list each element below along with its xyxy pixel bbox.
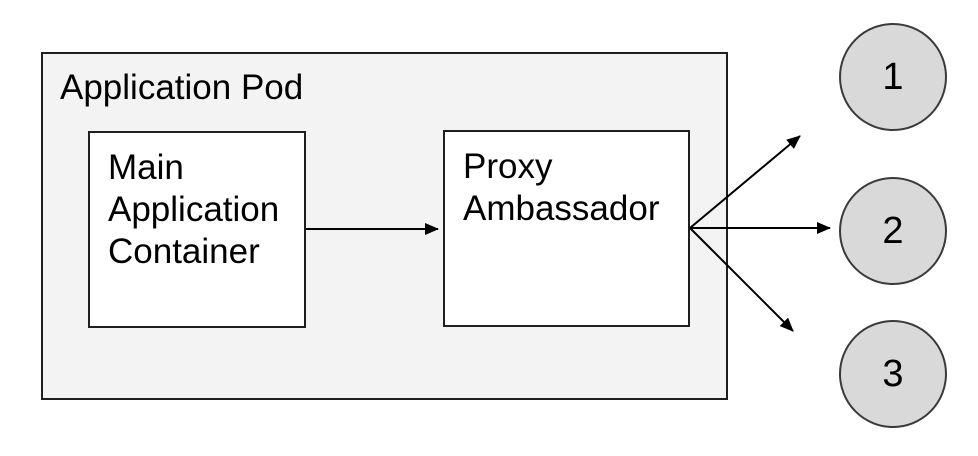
application-pod-box: Application Pod Main Application Contain… (41, 52, 728, 400)
endpoint-2-label: 2 (882, 209, 904, 252)
application-pod-label: Application Pod (60, 68, 304, 107)
endpoint-circle-3: 3 (839, 320, 947, 428)
endpoint-circle-1: 1 (839, 23, 947, 131)
endpoint-1-label: 1 (882, 55, 904, 98)
endpoint-3-label: 3 (882, 352, 904, 395)
node-proxy-ambassador: Proxy Ambassador (443, 130, 690, 327)
node-proxy-ambassador-label: Proxy Ambassador (463, 147, 660, 228)
node-main-application-container: Main Application Container (88, 131, 306, 328)
node-main-application-container-label: Main Application Container (108, 148, 280, 271)
endpoint-circle-2: 2 (839, 177, 947, 285)
